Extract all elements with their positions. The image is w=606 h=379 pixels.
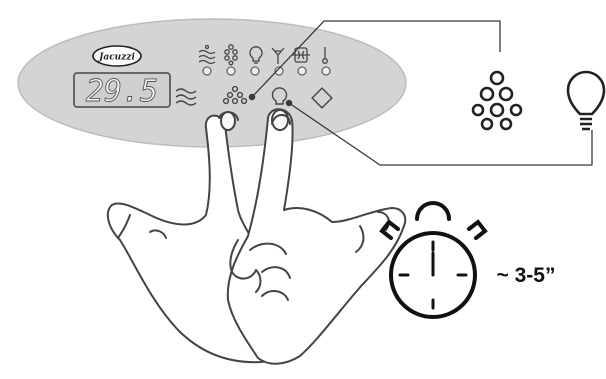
- temperature-value: 29.5: [86, 74, 158, 109]
- led: [322, 67, 330, 75]
- bubbles-icon: [473, 72, 521, 129]
- temperature-display: 29.5: [74, 73, 170, 109]
- led: [227, 67, 235, 75]
- brand-label: Jacuzzi: [97, 53, 135, 63]
- hands-illustration: [108, 109, 405, 364]
- led: [203, 67, 211, 75]
- brand-logo: Jacuzzi: [93, 46, 141, 66]
- right-hand: [228, 109, 405, 364]
- led: [251, 67, 259, 75]
- led: [298, 67, 306, 75]
- duration-label: ~ 3-5”: [497, 264, 556, 287]
- light-bulb-icon: [568, 72, 604, 129]
